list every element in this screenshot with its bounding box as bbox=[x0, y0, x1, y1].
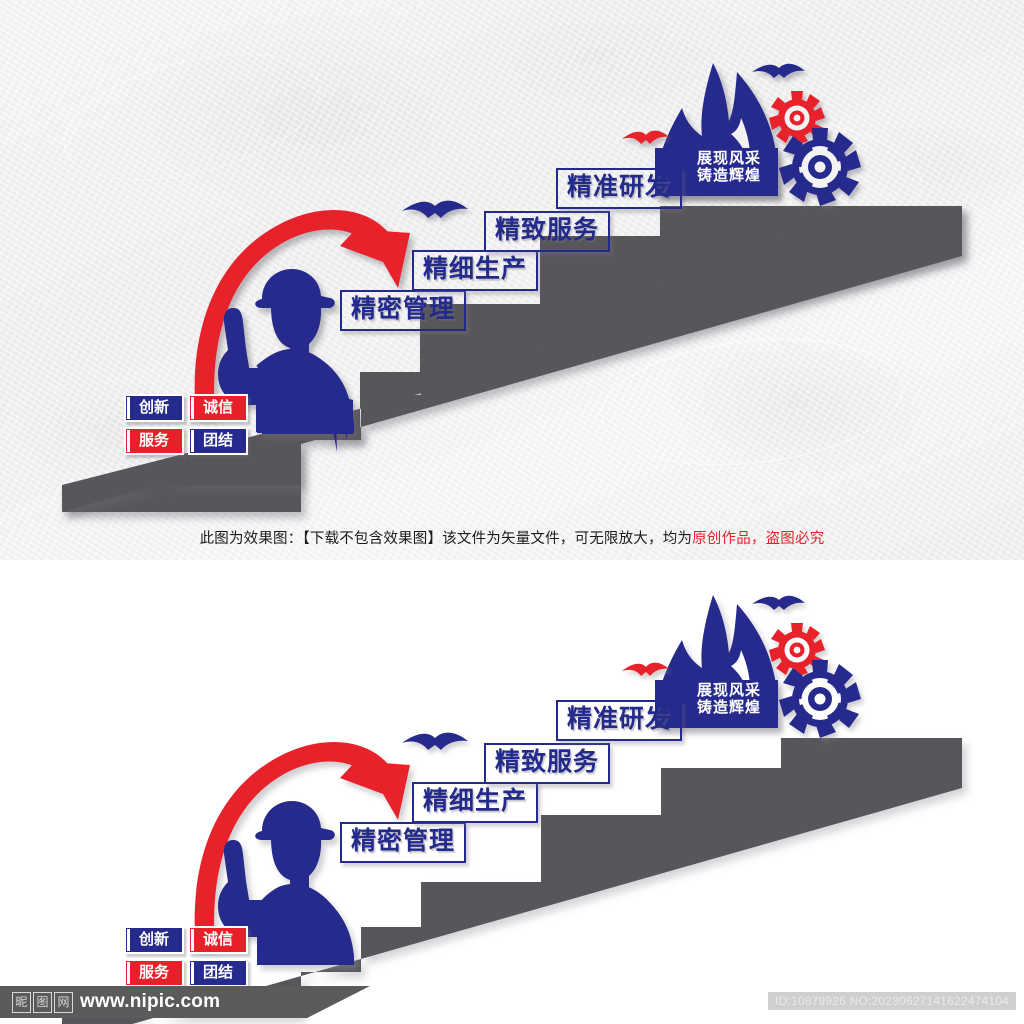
nipic-logo-char-3: 网 bbox=[54, 991, 73, 1013]
mockup-caption: 此图为效果图：【下载不包含效果图】该文件为矢量文件，可无限放大，均为原创作品，盗… bbox=[0, 527, 1024, 548]
step-label-4: 精准研发 bbox=[556, 168, 683, 209]
nipic-watermark-tab: 昵 图 网 www.nipic.com bbox=[0, 986, 370, 1018]
asset-id-label: ID:10879926 NO:20230627141622474104 bbox=[768, 992, 1016, 1010]
badge-innovation[interactable]: 创新 bbox=[124, 394, 184, 422]
flame-slogan-line1: 展现风采 bbox=[697, 682, 762, 699]
bird-red-left bbox=[622, 130, 669, 144]
flame-base-block bbox=[655, 680, 778, 728]
footer-watermark: 昵 图 网 www.nipic.com ID:10879926 NO:20230… bbox=[0, 986, 1024, 1024]
gear-blue-large bbox=[779, 128, 861, 206]
badge-integrity[interactable]: 诚信 bbox=[188, 926, 248, 954]
caption-highlight: 原创作品，盗图必究 bbox=[692, 531, 825, 547]
step-label-2: 精细生产 bbox=[412, 782, 539, 823]
value-badges: 创新诚信服务团结 bbox=[124, 394, 256, 460]
step-label-1: 精密管理 bbox=[340, 822, 467, 863]
badge-integrity[interactable]: 诚信 bbox=[188, 394, 248, 422]
bird-blue-left bbox=[402, 200, 468, 218]
value-badges: 创新诚信服务团结 bbox=[124, 926, 256, 992]
staircase-steps bbox=[62, 206, 962, 512]
vector-panel: 精密管理 精细生产 精致服务 精准研发 展现风采 铸造辉煌 创新诚信服务团结 bbox=[0, 560, 1024, 1024]
bird-blue-upper bbox=[752, 595, 805, 610]
nipic-logo-char-2: 图 bbox=[33, 991, 52, 1013]
gear-blue-large bbox=[779, 660, 861, 738]
step-label-3: 精致服务 bbox=[484, 211, 611, 252]
flame-slogan: 展现风采 铸造辉煌 bbox=[697, 150, 761, 184]
flame-slogan-line2: 铸造辉煌 bbox=[697, 167, 762, 184]
flame-slogan-line1: 展现风采 bbox=[697, 150, 762, 167]
red-arrow bbox=[194, 742, 410, 949]
nipic-logo-char-1: 昵 bbox=[12, 991, 31, 1013]
bird-blue-upper bbox=[752, 63, 805, 78]
gear-red-small bbox=[769, 91, 825, 145]
flame-base-block bbox=[655, 148, 778, 196]
worker-silhouette bbox=[218, 801, 354, 965]
artwork-bottom: 精密管理 精细生产 精致服务 精准研发 展现风采 铸造辉煌 创新诚信服务团结 bbox=[0, 560, 1024, 1024]
artwork-vector-bottom bbox=[62, 595, 962, 1024]
red-arrow bbox=[194, 210, 410, 417]
staircase-steps bbox=[62, 738, 962, 1024]
badge-innovation[interactable]: 创新 bbox=[124, 926, 184, 954]
badge-unity[interactable]: 团结 bbox=[188, 959, 248, 987]
bird-red-left bbox=[622, 662, 669, 676]
flame-slogan: 展现风采 铸造辉煌 bbox=[697, 682, 761, 716]
mockup-panel: 精密管理 精细生产 精致服务 精准研发 展现风采 铸造辉煌 创新诚信服务团结 此… bbox=[0, 0, 1024, 560]
badge-unity[interactable]: 团结 bbox=[188, 427, 248, 455]
badge-service[interactable]: 服务 bbox=[124, 959, 184, 987]
artwork-vector-top bbox=[62, 63, 962, 512]
step-label-4: 精准研发 bbox=[556, 700, 683, 741]
flame-slogan-line2: 铸造辉煌 bbox=[697, 699, 762, 716]
nipic-logo-icon: 昵 图 网 bbox=[12, 991, 73, 1013]
bird-blue-left bbox=[402, 732, 468, 750]
step-label-3: 精致服务 bbox=[484, 743, 611, 784]
nipic-url[interactable]: www.nipic.com bbox=[80, 991, 221, 1012]
worker-silhouette bbox=[218, 269, 354, 452]
caption-text: 此图为效果图：【下载不包含效果图】该文件为矢量文件，可无限放大，均为 bbox=[199, 531, 693, 547]
step-label-2: 精细生产 bbox=[412, 250, 539, 291]
badge-service[interactable]: 服务 bbox=[124, 427, 184, 455]
artwork-top: 精密管理 精细生产 精致服务 精准研发 展现风采 铸造辉煌 创新诚信服务团结 bbox=[62, 63, 962, 512]
step-label-1: 精密管理 bbox=[340, 290, 467, 331]
